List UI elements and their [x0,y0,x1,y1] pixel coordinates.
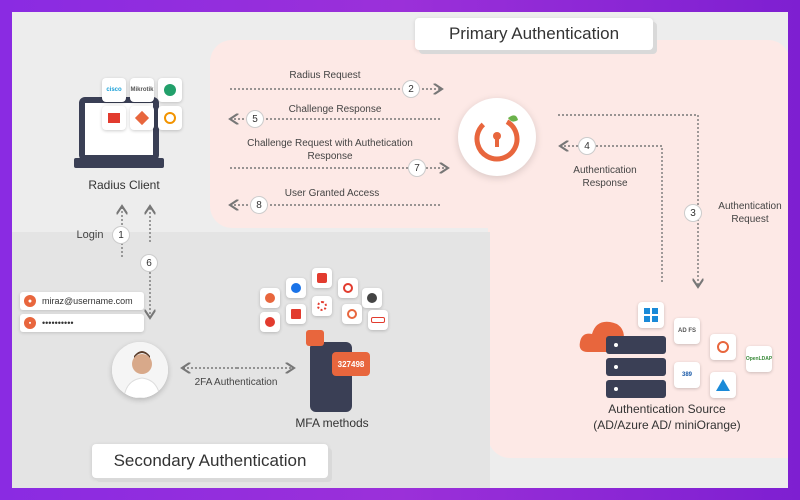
username-field[interactable]: ● miraz@username.com [20,292,144,310]
step-3-badge: 3 [684,204,702,222]
primary-auth-panel-extension [488,210,788,458]
auth-source-label: Authentication Source (AD/Azure AD/ mini… [592,402,742,433]
aruba-logo [158,78,182,102]
sonicwall-logo [158,106,182,130]
server-stack-icon [606,336,666,398]
username-value: miraz@username.com [42,296,133,306]
list-icon [312,268,332,288]
secondary-auth-title-text: Secondary Authentication [113,451,307,470]
twofa-label: 2FA Authentication [194,377,278,388]
auth-request-label: Authentication Request [718,201,782,225]
secondary-auth-title: Secondary Authentication [92,444,328,478]
miniorange-icon [342,304,362,324]
diagram-canvas: Primary Authentication Secondary Authent… [12,12,788,488]
lock-icon: ▪ [24,317,36,329]
389-logo: 389 [674,362,700,388]
radius-client-label: Radius Client [88,178,160,192]
miniorange-logo [710,334,736,360]
windows-logo [638,302,664,328]
user-avatar [112,342,168,398]
user-granted-label: User Granted Access [284,188,380,199]
mikrotik-logo: Mikrotik [130,78,154,102]
primary-auth-title: Primary Authentication [415,18,653,50]
step-2-badge: 2 [402,80,420,98]
auth-source-label-line1: Authentication Source [608,402,726,416]
step-8-badge: 8 [250,196,268,214]
arrow-auth-request [558,114,698,287]
step-4-badge: 4 [578,137,596,155]
step-1-badge: 1 [112,226,130,244]
miniorange-icon [474,115,520,162]
adfs-logo: AD FS [674,318,700,344]
challenge-request-label: Challenge Request with Authetication Res… [247,138,413,162]
fortinet-logo [102,106,126,130]
challenge-response-label: Challenge Response [288,104,382,115]
step-6-badge: 6 [140,254,158,272]
openldap-logo: OpenLDAP [746,346,772,372]
clock-icon [362,288,382,308]
authy-icon [260,312,280,332]
step-7-badge: 7 [408,159,426,177]
lock-icon [286,278,306,298]
cisco-logo: cisco [102,78,126,102]
azure-logo [710,372,736,398]
password-icon [368,310,388,330]
fingerprint-icon [338,278,358,298]
otp-code: 327498 [337,359,365,369]
mfa-methods-label: MFA methods [295,416,369,430]
login-label: Login [76,229,104,241]
radius-request-label: Radius Request [289,70,361,81]
mail-icon [286,304,306,324]
password-field[interactable]: ▪ •••••••••• [20,314,144,332]
auth-source-label-line2: (AD/Azure AD/ miniOrange) [593,417,741,432]
chat-bubble-icon [306,330,324,346]
primary-auth-title-text: Primary Authentication [448,24,620,43]
step-5-badge: 5 [246,110,264,128]
phone-icon [260,288,280,308]
checkpoint-logo [130,106,154,130]
miniorange-server-logo [458,98,536,176]
user-icon: ● [24,295,36,307]
otp-bubble: 327498 [332,352,370,376]
password-value: •••••••••• [42,318,74,328]
network-icon [312,296,332,316]
auth-response-label: Authentication Response [573,165,637,189]
